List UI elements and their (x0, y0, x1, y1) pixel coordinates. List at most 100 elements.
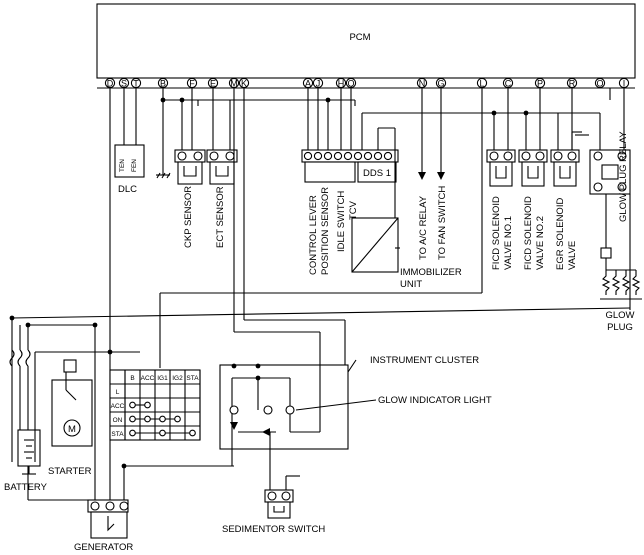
pcm-pin-circle (312, 77, 324, 89)
pcm-pin-i: I (623, 78, 626, 88)
pcm-pin-l: L (479, 78, 484, 88)
dlc-label: DLC (118, 184, 137, 195)
pcm-pin-circle (335, 77, 347, 89)
pcm-pin-circle (207, 77, 219, 89)
ckp-sensor-label: CKP SENSOR (183, 186, 194, 248)
ign-col-ig2: IG2 (172, 375, 183, 382)
pcm-pin-circle (416, 77, 428, 89)
pcm-pin-a: A (305, 78, 311, 88)
control-lever-label-1: CONTROL LEVER (308, 195, 319, 275)
pcm-pin-circle (618, 77, 630, 89)
glow-plug-symbol (600, 270, 642, 300)
dds-label: DDS 1 (363, 168, 391, 179)
sedimentor-switch (264, 489, 294, 519)
egr-label-1: EGR SOLENOID (555, 198, 566, 270)
control-lever-connector (301, 149, 399, 183)
sedimentor-switch-label: SEDIMENTOR SWITCH (222, 524, 325, 535)
to-fan-switch-label: TO FAN SWITCH (437, 186, 448, 260)
pcm-box (96, 3, 636, 79)
pcm-pin-circle (566, 77, 578, 89)
ign-col-sta: STA (186, 375, 199, 382)
battery-label: BATTERY (4, 482, 48, 493)
generator-symbol (87, 499, 129, 539)
pcm-pin-f: F (189, 78, 195, 88)
dlc-box (114, 144, 145, 178)
ficd1-label-1: FICD SOLENOID (491, 196, 502, 270)
pcm-pin-q: Q (347, 78, 354, 88)
pcm-pin-b: B (160, 78, 166, 88)
instrument-cluster-label: INSTRUMENT CLUSTER (370, 355, 479, 366)
starter-motor-symbol: M (68, 424, 76, 435)
dds-box (357, 161, 397, 183)
ficd2-label-2: VALVE NO.2 (535, 216, 546, 270)
pcm-pin-circle (104, 77, 116, 89)
pcm-pin-circle (435, 77, 447, 89)
ect-sensor-label: ECT SENSOR (215, 186, 226, 248)
pcm-pin-circle (228, 77, 240, 89)
ficd-solenoid-1 (486, 149, 516, 187)
dlc-pin-ten: TEN (119, 159, 126, 172)
glow-plug-label-2: PLUG (607, 322, 633, 333)
glow-indicator-label: GLOW INDICATOR LIGHT (378, 395, 492, 406)
glow-plug-relay (589, 149, 631, 195)
pcm-pin-circle (130, 77, 142, 89)
starter-symbol (34, 351, 140, 462)
pcm-pin-circle (302, 77, 314, 89)
generator-label: GENERATOR (74, 542, 133, 553)
tcv-label: TCV (348, 200, 359, 220)
ign-col-b: B (130, 375, 134, 382)
glow-indicator-light (229, 377, 320, 480)
ign-row-on: ON (113, 417, 123, 424)
ign-col-ig1: IG1 (157, 375, 168, 382)
pcm-pin-c: C (505, 78, 512, 88)
immobilizer-label-2: UNIT (400, 279, 422, 290)
ficd1-label-2: VALVE NO.1 (503, 216, 514, 270)
starter-label: STARTER (48, 466, 92, 477)
idle-switch-label: IDLE SWITCH (336, 191, 347, 252)
ign-row-acc: ACC (111, 403, 125, 410)
pcm-pin-n: N (419, 78, 426, 88)
pcm-pin-e: E (210, 78, 216, 88)
pcm-pin-circle (534, 77, 546, 89)
pcm-pin-circle (186, 77, 198, 89)
pcm-pin-h: H (338, 78, 345, 88)
ign-row-l: L (116, 389, 120, 396)
ign-col-acc: ACC (141, 375, 155, 382)
egr-label-2: VALVE (567, 241, 578, 270)
glow-plug-relay-label: GLOW PLUG RELAY (618, 131, 629, 222)
pcm-pin-j: J (316, 78, 321, 88)
pcm-pin-circle (345, 77, 357, 89)
pcm-pin-circle (157, 77, 169, 89)
pcm-pin-o: O (596, 78, 603, 88)
ficd2-label-1: FICD SOLENOID (523, 196, 534, 270)
ckp-sensor (174, 149, 206, 185)
instrument-cluster-box (219, 364, 349, 450)
pcm-pin-k: K (241, 78, 247, 88)
pcm-pin-circle (502, 77, 514, 89)
pcm-pin-t: T (133, 78, 139, 88)
egr-solenoid (550, 149, 580, 187)
battery-symbol (17, 429, 41, 475)
pcm-pin-p: P (537, 78, 543, 88)
pcm-pin-circle (238, 77, 250, 89)
pcm-pin-d: D (107, 78, 114, 88)
ect-sensor (206, 149, 238, 185)
pcm-pin-circle (594, 77, 606, 89)
control-lever-label-2: POSITION SENSOR (320, 187, 331, 275)
dlc-pin-fen: FEN (131, 159, 138, 172)
pcm-label: PCM (349, 32, 370, 43)
pcm-pin-circle (118, 77, 130, 89)
ficd-solenoid-2 (518, 149, 548, 187)
pcm-pin-m: M (230, 78, 238, 88)
pcm-pin-circle (476, 77, 488, 89)
pcm-pin-g: G (437, 78, 444, 88)
ign-row-sta: STA (111, 431, 124, 438)
pcm-pin-r: R (569, 78, 576, 88)
pcm-pin-s: S (121, 78, 127, 88)
glow-plug-label-1: GLOW (605, 310, 634, 321)
to-ac-relay-label: TO A/C RELAY (418, 195, 429, 260)
immobilizer-label-1: IMMOBILIZER (400, 267, 462, 278)
